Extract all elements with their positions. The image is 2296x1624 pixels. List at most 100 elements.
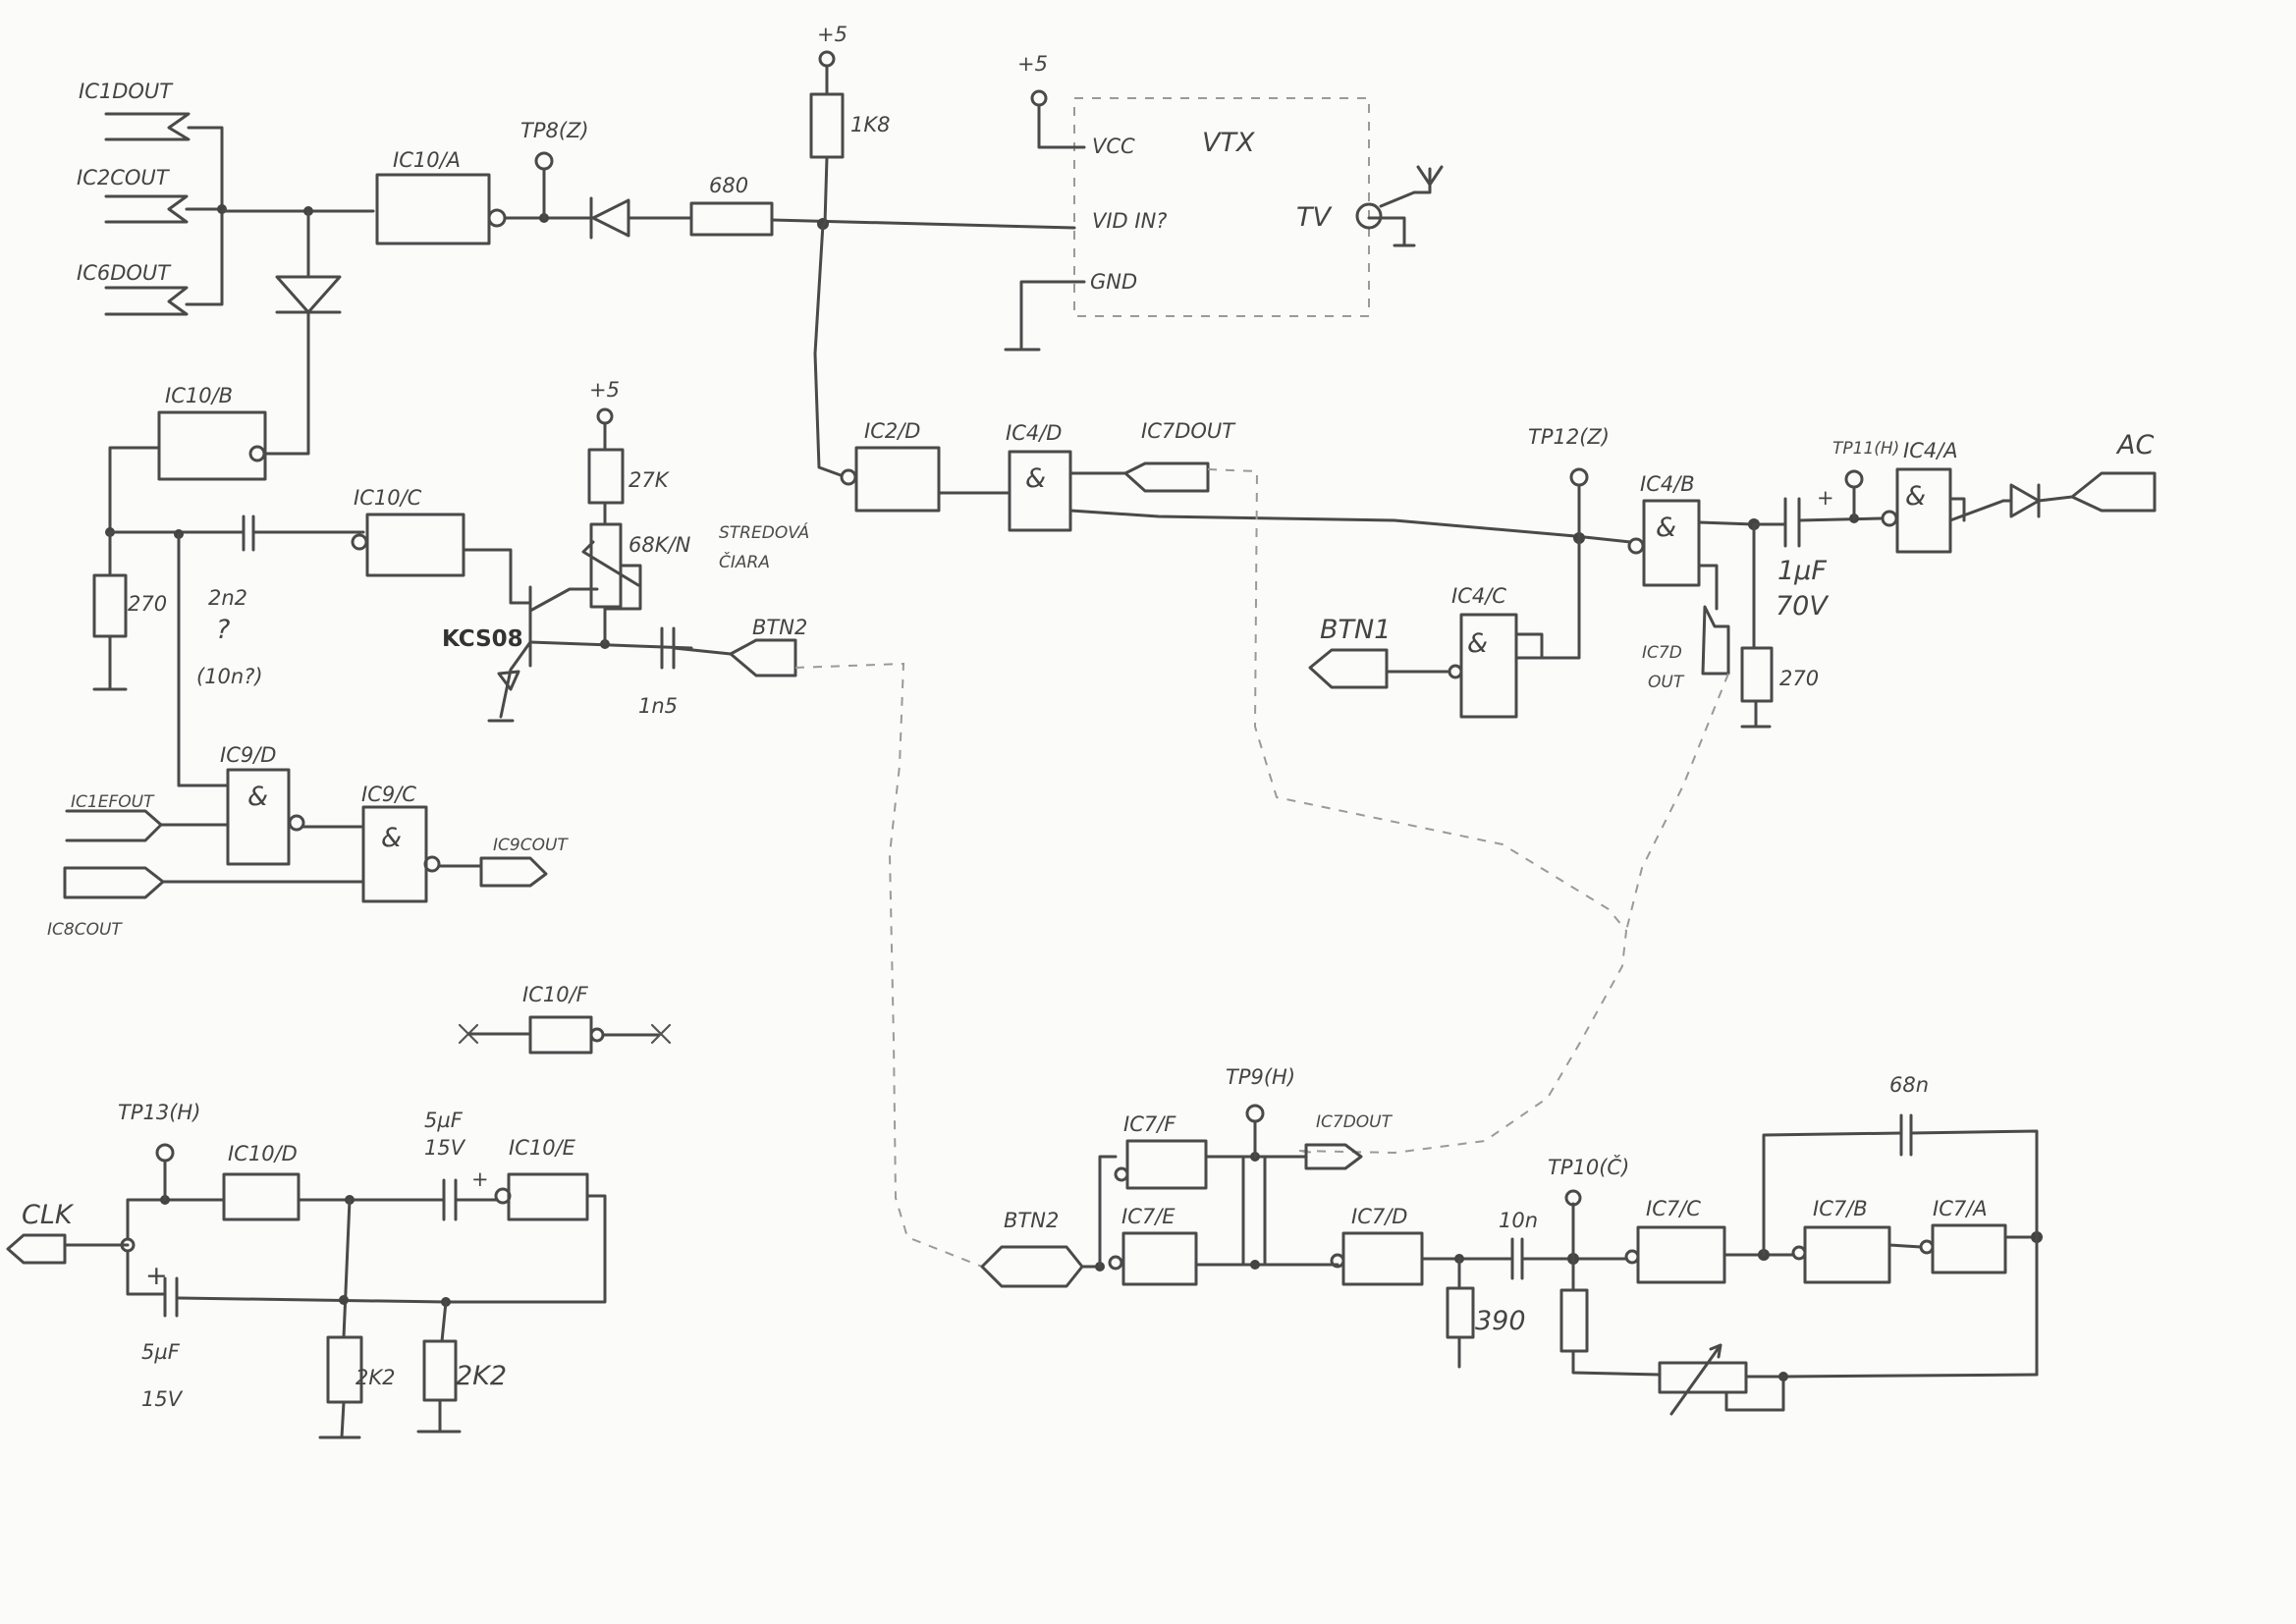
wire <box>1697 564 1719 611</box>
wire <box>1744 1373 2039 1379</box>
wire <box>440 1300 448 1343</box>
vtx-module-outline <box>1073 97 1370 317</box>
junction <box>1778 1372 1788 1381</box>
label-ic4c: IC4/C <box>1451 584 1506 608</box>
label-ic9c-out: IC9COUT <box>493 836 569 855</box>
gate-ic10c-bubble <box>351 533 368 551</box>
capacitor-5uf-top <box>442 1178 458 1221</box>
gate-ic4b-and-symbol: & <box>1656 513 1676 543</box>
potentiometer-arrow <box>581 540 640 587</box>
connector-ac <box>2070 471 2157 513</box>
ground-symbol <box>1740 699 1772 729</box>
label-vtx-vidin: VID IN? <box>1092 209 1167 233</box>
diode-video <box>589 196 693 240</box>
gate-ic4c-bubble <box>1448 664 1463 679</box>
label-vtx-title: VTX <box>1202 128 1255 158</box>
gate-ic4a-and-symbol: & <box>1905 481 1926 512</box>
gate-ic10d <box>222 1172 301 1221</box>
label-plus5-vtx: +5 <box>1017 52 1048 76</box>
gate-ic2d <box>854 446 941 513</box>
label-r270-right: 270 <box>1779 667 1819 690</box>
gate-ic4b <box>1642 499 1701 587</box>
label-btn2-top: BTN2 <box>752 616 807 639</box>
label-clk: CLK <box>22 1200 75 1230</box>
wire <box>528 640 693 650</box>
gate-ic9d-and-symbol: & <box>247 782 268 812</box>
testpoint-tp13 <box>155 1143 175 1163</box>
gate-ic4c-and-symbol: & <box>1467 628 1488 659</box>
resistor-27k <box>587 448 625 505</box>
label-c10n: (10n?) <box>196 665 263 688</box>
gate-ic4d-and-symbol: & <box>1025 463 1046 494</box>
label-ic8c-out: IC8COUT <box>47 920 123 940</box>
label-ic9c: IC9/C <box>361 783 416 806</box>
wire <box>1724 1375 1785 1412</box>
wire <box>1697 520 1756 526</box>
label-vtx-gnd: GND <box>1090 270 1137 294</box>
gate-ic7f-bubble <box>1114 1166 1129 1182</box>
connector-ic1ef-out <box>65 809 163 842</box>
label-ic10d: IC10/D <box>228 1142 298 1165</box>
label-c5uf-bot-a: 5µF <box>141 1340 181 1364</box>
label-ic7b: IC7/B <box>1813 1197 1868 1220</box>
wire <box>672 646 733 656</box>
label-stredova: STREDOVÁ <box>719 521 809 543</box>
potentiometer-ic7 <box>1658 1361 1748 1394</box>
ground-symbol <box>416 1398 462 1434</box>
label-tp8: TP8(Z) <box>520 119 589 142</box>
gate-ic7d <box>1341 1231 1424 1286</box>
label-btn2-bottom: BTN2 <box>1004 1209 1059 1232</box>
label-c10n: 10n <box>1499 1209 1538 1232</box>
connector-ic1d-out <box>104 112 191 141</box>
label-c68n: 68n <box>1889 1073 1929 1097</box>
input-bus <box>185 126 224 306</box>
label-ic7d-out-top: IC7DOUT <box>1141 419 1236 443</box>
gate-ic4a-bubble <box>1881 510 1898 527</box>
label-ic7d-out-mid-a: IC7D <box>1642 643 1682 663</box>
testpoint-tp11 <box>1844 469 1864 489</box>
gate-ic7a-bubble <box>1919 1239 1935 1255</box>
connector-btn2-bottom <box>980 1245 1084 1288</box>
gate-ic7e <box>1121 1231 1198 1286</box>
gate-ic10a <box>375 173 507 245</box>
label-ic9d: IC9/D <box>220 743 276 767</box>
resistor-270-right <box>1740 646 1774 703</box>
gate-ic10e <box>507 1172 589 1221</box>
capacitor-2n2 <box>234 514 365 552</box>
gate-ic7a <box>1931 1223 2007 1274</box>
gate-ic7b-bubble <box>1791 1245 1807 1261</box>
gate-ic7b <box>1803 1225 1891 1284</box>
wire <box>1762 1131 1903 1257</box>
connector-ic9c-out <box>479 856 548 888</box>
label-c1n5: 1n5 <box>638 694 678 718</box>
antenna-icon <box>1379 165 1444 208</box>
label-ic4a: IC4/A <box>1903 439 1958 462</box>
label-ic7d-out-mid-b: OUT <box>1648 673 1685 692</box>
label-ic7f: IC7/F <box>1123 1112 1176 1136</box>
testpoint-tp10 <box>1564 1189 1582 1207</box>
diode-output <box>2001 483 2074 518</box>
connector-ic8c-out <box>63 866 165 899</box>
wire <box>1540 536 1581 660</box>
label-ic7c: IC7/C <box>1646 1197 1701 1220</box>
label-tp12: TP12(Z) <box>1528 425 1610 449</box>
gate-ic7c <box>1636 1225 1726 1284</box>
connector-ground <box>1367 216 1416 247</box>
dashed-link-btn2 <box>794 662 983 1268</box>
label-ic10a: IC10/A <box>393 148 461 172</box>
supply-plus5 <box>818 50 836 68</box>
gate-ic9c-bubble <box>423 855 441 873</box>
potentiometer-ic7-arrow <box>1669 1343 1722 1416</box>
label-tp13: TP13(H) <box>118 1101 200 1124</box>
label-ic2d: IC2/D <box>864 419 920 443</box>
wire <box>1887 1243 1923 1249</box>
label-ic10b: IC10/B <box>165 384 233 407</box>
label-ciara: ČIARA <box>719 551 770 572</box>
label-cap-plus-bottom: + <box>145 1261 168 1291</box>
gate-ic4c <box>1459 613 1518 719</box>
gate-ic2d-bubble <box>840 468 857 486</box>
label-ic4d: IC4/D <box>1006 421 1062 445</box>
gate-ic9d <box>226 768 291 866</box>
